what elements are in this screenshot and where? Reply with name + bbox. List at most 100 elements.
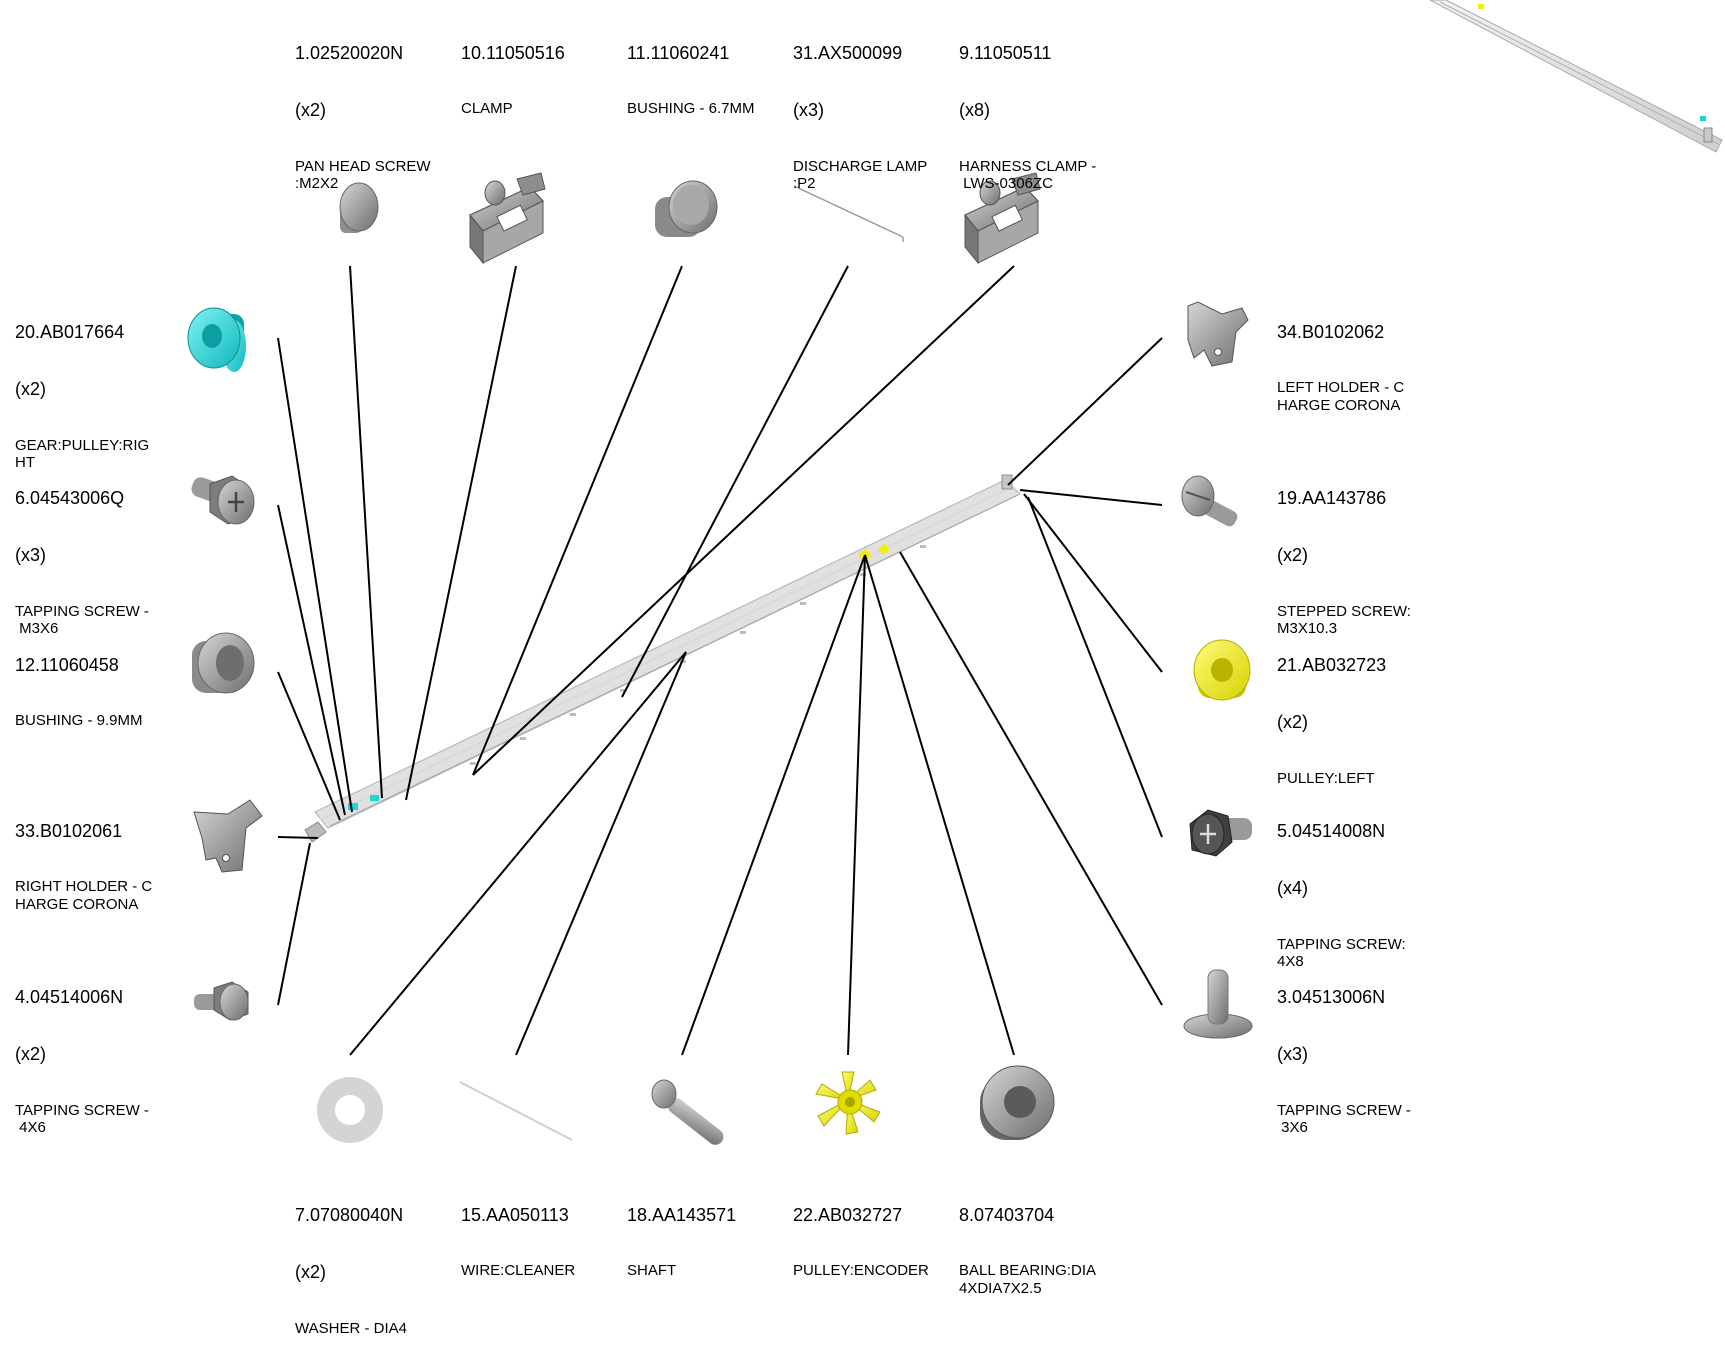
clamp-icon bbox=[469, 172, 546, 265]
part-label: 31.AX500099 (x3) DISCHARGE LAMP :P2 bbox=[793, 6, 927, 211]
part-quantity: (x2) bbox=[1277, 712, 1308, 733]
part-quantity: (x3) bbox=[15, 545, 46, 566]
part-quantity: (x4) bbox=[1277, 878, 1308, 899]
flange-screw-icon bbox=[1183, 969, 1253, 1039]
part-description: BUSHING - 6.7MM bbox=[627, 100, 755, 118]
tapping-screw-icon bbox=[191, 475, 255, 525]
pulley-icon bbox=[1193, 639, 1251, 701]
part-number: 11.11060241 bbox=[627, 42, 730, 63]
leader-line bbox=[681, 554, 866, 1056]
assembly-overview-thumbnail bbox=[1429, 0, 1723, 153]
part-number: 33.B0102061 bbox=[15, 820, 123, 841]
part-label: 12.11060458 BUSHING - 9.9MM bbox=[15, 618, 143, 748]
charge-corona-assembly bbox=[304, 474, 1022, 843]
encoder-pulley-icon bbox=[815, 1071, 881, 1135]
part-description: BUSHING - 9.9MM bbox=[15, 712, 143, 730]
part-description: LEFT HOLDER - C HARGE CORONA bbox=[1277, 379, 1405, 414]
part-label: 8.07403704 BALL BEARING:DIA 4XDIA7X2.5 bbox=[959, 1168, 1096, 1315]
part-description: TAPPING SCREW - 3X6 bbox=[1277, 1101, 1411, 1136]
part-label: 6.04543006Q (x3) TAPPING SCREW - M3X6 bbox=[15, 451, 149, 656]
part-description: DISCHARGE LAMP :P2 bbox=[793, 157, 928, 192]
part-number: 10.11050516 bbox=[461, 42, 565, 63]
leader-line bbox=[349, 265, 383, 799]
part-number: 22.AB032727 bbox=[793, 1204, 903, 1225]
shaft-icon bbox=[651, 1079, 724, 1145]
wire-icon bbox=[459, 1081, 573, 1141]
washer-icon bbox=[317, 1077, 383, 1143]
part-number: 19.AA143786 bbox=[1277, 487, 1387, 508]
part-label: 21.AB032723 (x2) PULLEY:LEFT bbox=[1277, 618, 1386, 805]
part-quantity: (x2) bbox=[15, 1044, 46, 1065]
part-quantity: (x3) bbox=[793, 100, 824, 121]
ball-bearing-icon bbox=[980, 1065, 1055, 1140]
harness-clamp-icon bbox=[964, 172, 1041, 265]
part-label: 19.AA143786 (x2) STEPPED SCREW: M3X10.3 bbox=[1277, 451, 1411, 656]
exploded-parts-diagram bbox=[187, 0, 1723, 1145]
stepped-screw-icon bbox=[1181, 475, 1238, 527]
part-label: 15.AA050113 WIRE:CLEANER bbox=[461, 1168, 575, 1298]
part-description: BALL BEARING:DIA 4XDIA7X2.5 bbox=[959, 1262, 1096, 1297]
part-label: 18.AA143571 SHAFT bbox=[627, 1168, 736, 1298]
part-label: 33.B0102061 RIGHT HOLDER - C HARGE CORON… bbox=[15, 784, 152, 931]
part-number: 9.11050511 bbox=[959, 42, 1052, 63]
part-number: 15.AA050113 bbox=[461, 1204, 569, 1225]
part-number: 21.AB032723 bbox=[1277, 654, 1387, 675]
part-label: 11.11060241 BUSHING - 6.7MM bbox=[627, 6, 755, 136]
leader-line bbox=[277, 842, 311, 1006]
pan-head-screw-icon bbox=[339, 182, 379, 233]
part-quantity: (x2) bbox=[15, 379, 46, 400]
part-quantity: (x2) bbox=[295, 1262, 326, 1283]
leader-line bbox=[1019, 489, 1163, 506]
leader-line bbox=[1027, 496, 1163, 838]
leader-line bbox=[277, 836, 319, 839]
bushing-icon bbox=[192, 632, 255, 694]
part-label: 5.04514008N (x4) TAPPING SCREW: 4X8 bbox=[1277, 784, 1406, 989]
leader-line bbox=[515, 651, 687, 1056]
gear-pulley-icon bbox=[187, 307, 246, 372]
part-description: RIGHT HOLDER - C HARGE CORONA bbox=[15, 878, 153, 913]
part-description: PULLEY:LEFT bbox=[1277, 769, 1375, 787]
leader-line bbox=[847, 554, 866, 1056]
holder-icon bbox=[1187, 301, 1249, 367]
part-description: TAPPING SCREW: 4X8 bbox=[1277, 935, 1406, 970]
part-description: SHAFT bbox=[627, 1262, 677, 1280]
tapping-screw-icon bbox=[194, 981, 249, 1021]
part-number: 8.07403704 bbox=[959, 1204, 1055, 1225]
bushing-icon bbox=[655, 180, 718, 237]
part-description: WIRE:CLEANER bbox=[461, 1262, 576, 1280]
part-label: 10.11050516 CLAMP bbox=[461, 6, 565, 136]
part-description: PULLEY:ENCODER bbox=[793, 1262, 929, 1280]
leader-line bbox=[277, 671, 341, 821]
tapping-screw-icon bbox=[1189, 809, 1252, 857]
leader-lines bbox=[277, 265, 1163, 1056]
part-description: HARNESS CLAMP - LWS-0306ZC bbox=[959, 157, 1097, 192]
leader-line bbox=[1023, 493, 1163, 673]
part-number: 20.AB017664 bbox=[15, 321, 125, 342]
part-number: 7.07080040N bbox=[295, 1204, 404, 1225]
part-description: CLAMP bbox=[461, 100, 513, 118]
leader-line bbox=[899, 551, 1163, 1006]
leader-line bbox=[349, 651, 687, 1056]
part-label: 20.AB017664 (x2) GEAR:PULLEY:RIG HT bbox=[15, 285, 149, 490]
part-label: 22.AB032727 PULLEY:ENCODER bbox=[793, 1168, 929, 1298]
leader-line bbox=[405, 265, 517, 801]
discharge-lamp-icon bbox=[793, 185, 904, 242]
leader-line bbox=[621, 265, 849, 698]
part-label: 9.11050511 (x8) HARNESS CLAMP - LWS-0306… bbox=[959, 6, 1096, 211]
part-number: 31.AX500099 bbox=[793, 42, 903, 63]
part-label: 3.04513006N (x3) TAPPING SCREW - 3X6 bbox=[1277, 950, 1411, 1155]
part-number: 6.04543006Q bbox=[15, 487, 125, 508]
part-number: 3.04513006N bbox=[1277, 986, 1386, 1007]
part-description: TAPPING SCREW - M3X6 bbox=[15, 602, 149, 637]
part-number: 12.11060458 bbox=[15, 654, 119, 675]
part-quantity: (x3) bbox=[1277, 1044, 1308, 1065]
part-quantity: (x2) bbox=[1277, 545, 1308, 566]
leader-line bbox=[277, 337, 353, 813]
part-description: GEAR:PULLEY:RIG HT bbox=[15, 436, 150, 471]
leader-line bbox=[864, 554, 1015, 1056]
part-description: STEPPED SCREW: M3X10.3 bbox=[1277, 602, 1411, 637]
part-description: TAPPING SCREW - 4X6 bbox=[15, 1101, 149, 1136]
part-number: 1.02520020N bbox=[295, 42, 404, 63]
part-description: WASHER - DIA4 bbox=[295, 1319, 407, 1337]
leader-line bbox=[1007, 337, 1163, 486]
